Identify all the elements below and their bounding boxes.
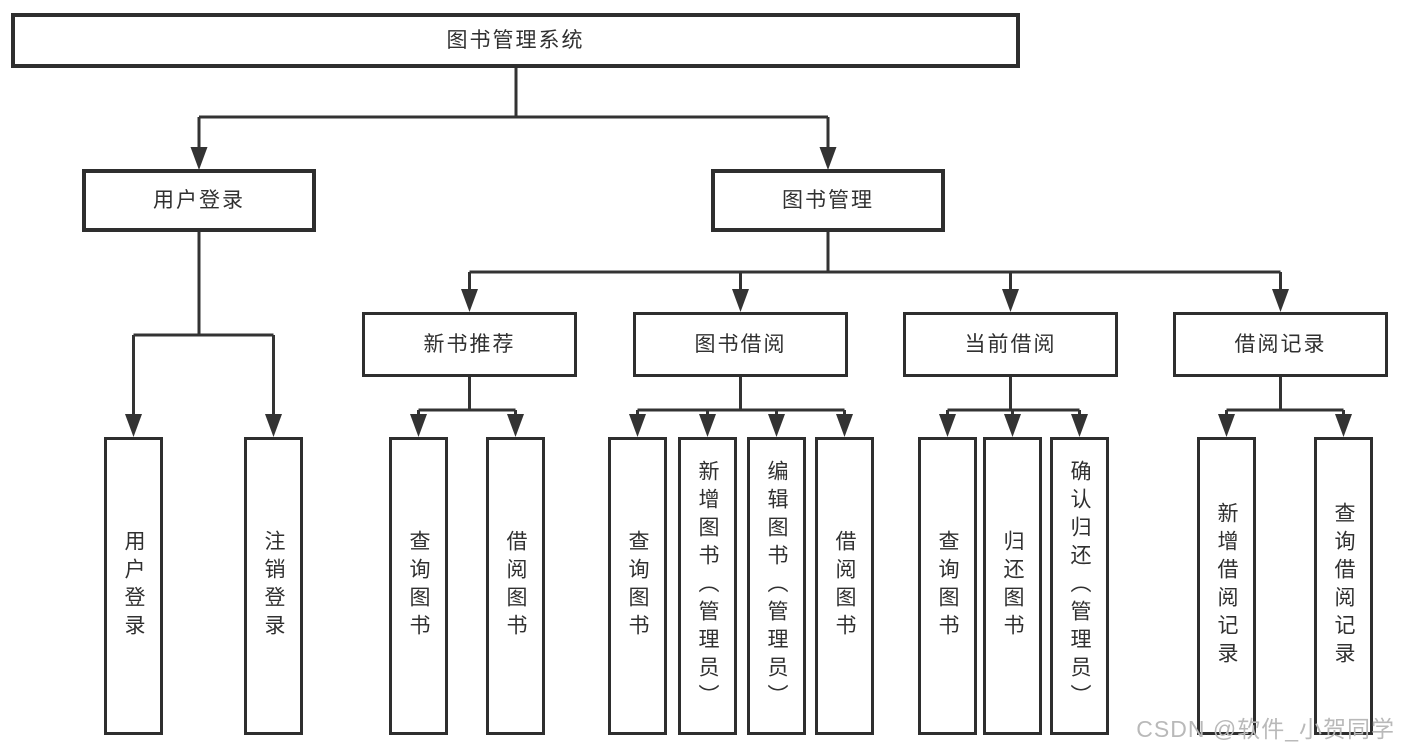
node-current-borrow: 当前借阅 [903, 312, 1118, 377]
node-user-login: 用户登录 [82, 169, 316, 232]
leaf-edit-books-admin: 编辑图书（管理员） [747, 437, 806, 735]
leaf-confirm-return-admin-label: 确认归还（管理员） [1068, 460, 1091, 712]
leaf-borrow-books-label: 借阅图书 [833, 530, 856, 642]
leaf-add-borrow-record-label: 新增借阅记录 [1215, 502, 1238, 670]
node-root-system: 图书管理系统 [11, 13, 1020, 68]
leaf-query-books-borrow-label: 查询图书 [626, 530, 649, 642]
leaf-confirm-return-admin: 确认归还（管理员） [1050, 437, 1109, 735]
leaf-query-books-current: 查询图书 [918, 437, 977, 735]
leaf-query-books-recommend: 查询图书 [389, 437, 448, 735]
leaf-borrow-books-recommend-label: 借阅图书 [504, 530, 527, 642]
leaf-query-borrow-record: 查询借阅记录 [1314, 437, 1373, 735]
node-borrow-records: 借阅记录 [1173, 312, 1388, 377]
leaf-borrow-books: 借阅图书 [815, 437, 874, 735]
leaf-return-books: 归还图书 [983, 437, 1042, 735]
leaf-query-books-recommend-label: 查询图书 [407, 530, 430, 642]
leaf-logout: 注销登录 [244, 437, 303, 735]
leaf-add-borrow-record: 新增借阅记录 [1197, 437, 1256, 735]
leaf-user-login: 用户登录 [104, 437, 163, 735]
leaf-query-borrow-record-label: 查询借阅记录 [1332, 502, 1355, 670]
leaf-logout-label: 注销登录 [262, 530, 285, 642]
csdn-watermark: CSDN @软件_小贺同学 [1136, 716, 1395, 742]
leaf-user-login-label: 用户登录 [122, 530, 145, 642]
leaf-add-books-admin: 新增图书（管理员） [678, 437, 737, 735]
node-book-borrow: 图书借阅 [633, 312, 848, 377]
leaf-query-books-borrow: 查询图书 [608, 437, 667, 735]
leaf-add-books-admin-label: 新增图书（管理员） [696, 460, 719, 712]
node-new-book-recommend: 新书推荐 [362, 312, 577, 377]
leaf-query-books-current-label: 查询图书 [936, 530, 959, 642]
node-book-management: 图书管理 [711, 169, 945, 232]
leaf-borrow-books-recommend: 借阅图书 [486, 437, 545, 735]
leaf-return-books-label: 归还图书 [1001, 530, 1024, 642]
leaf-edit-books-admin-label: 编辑图书（管理员） [765, 460, 788, 712]
